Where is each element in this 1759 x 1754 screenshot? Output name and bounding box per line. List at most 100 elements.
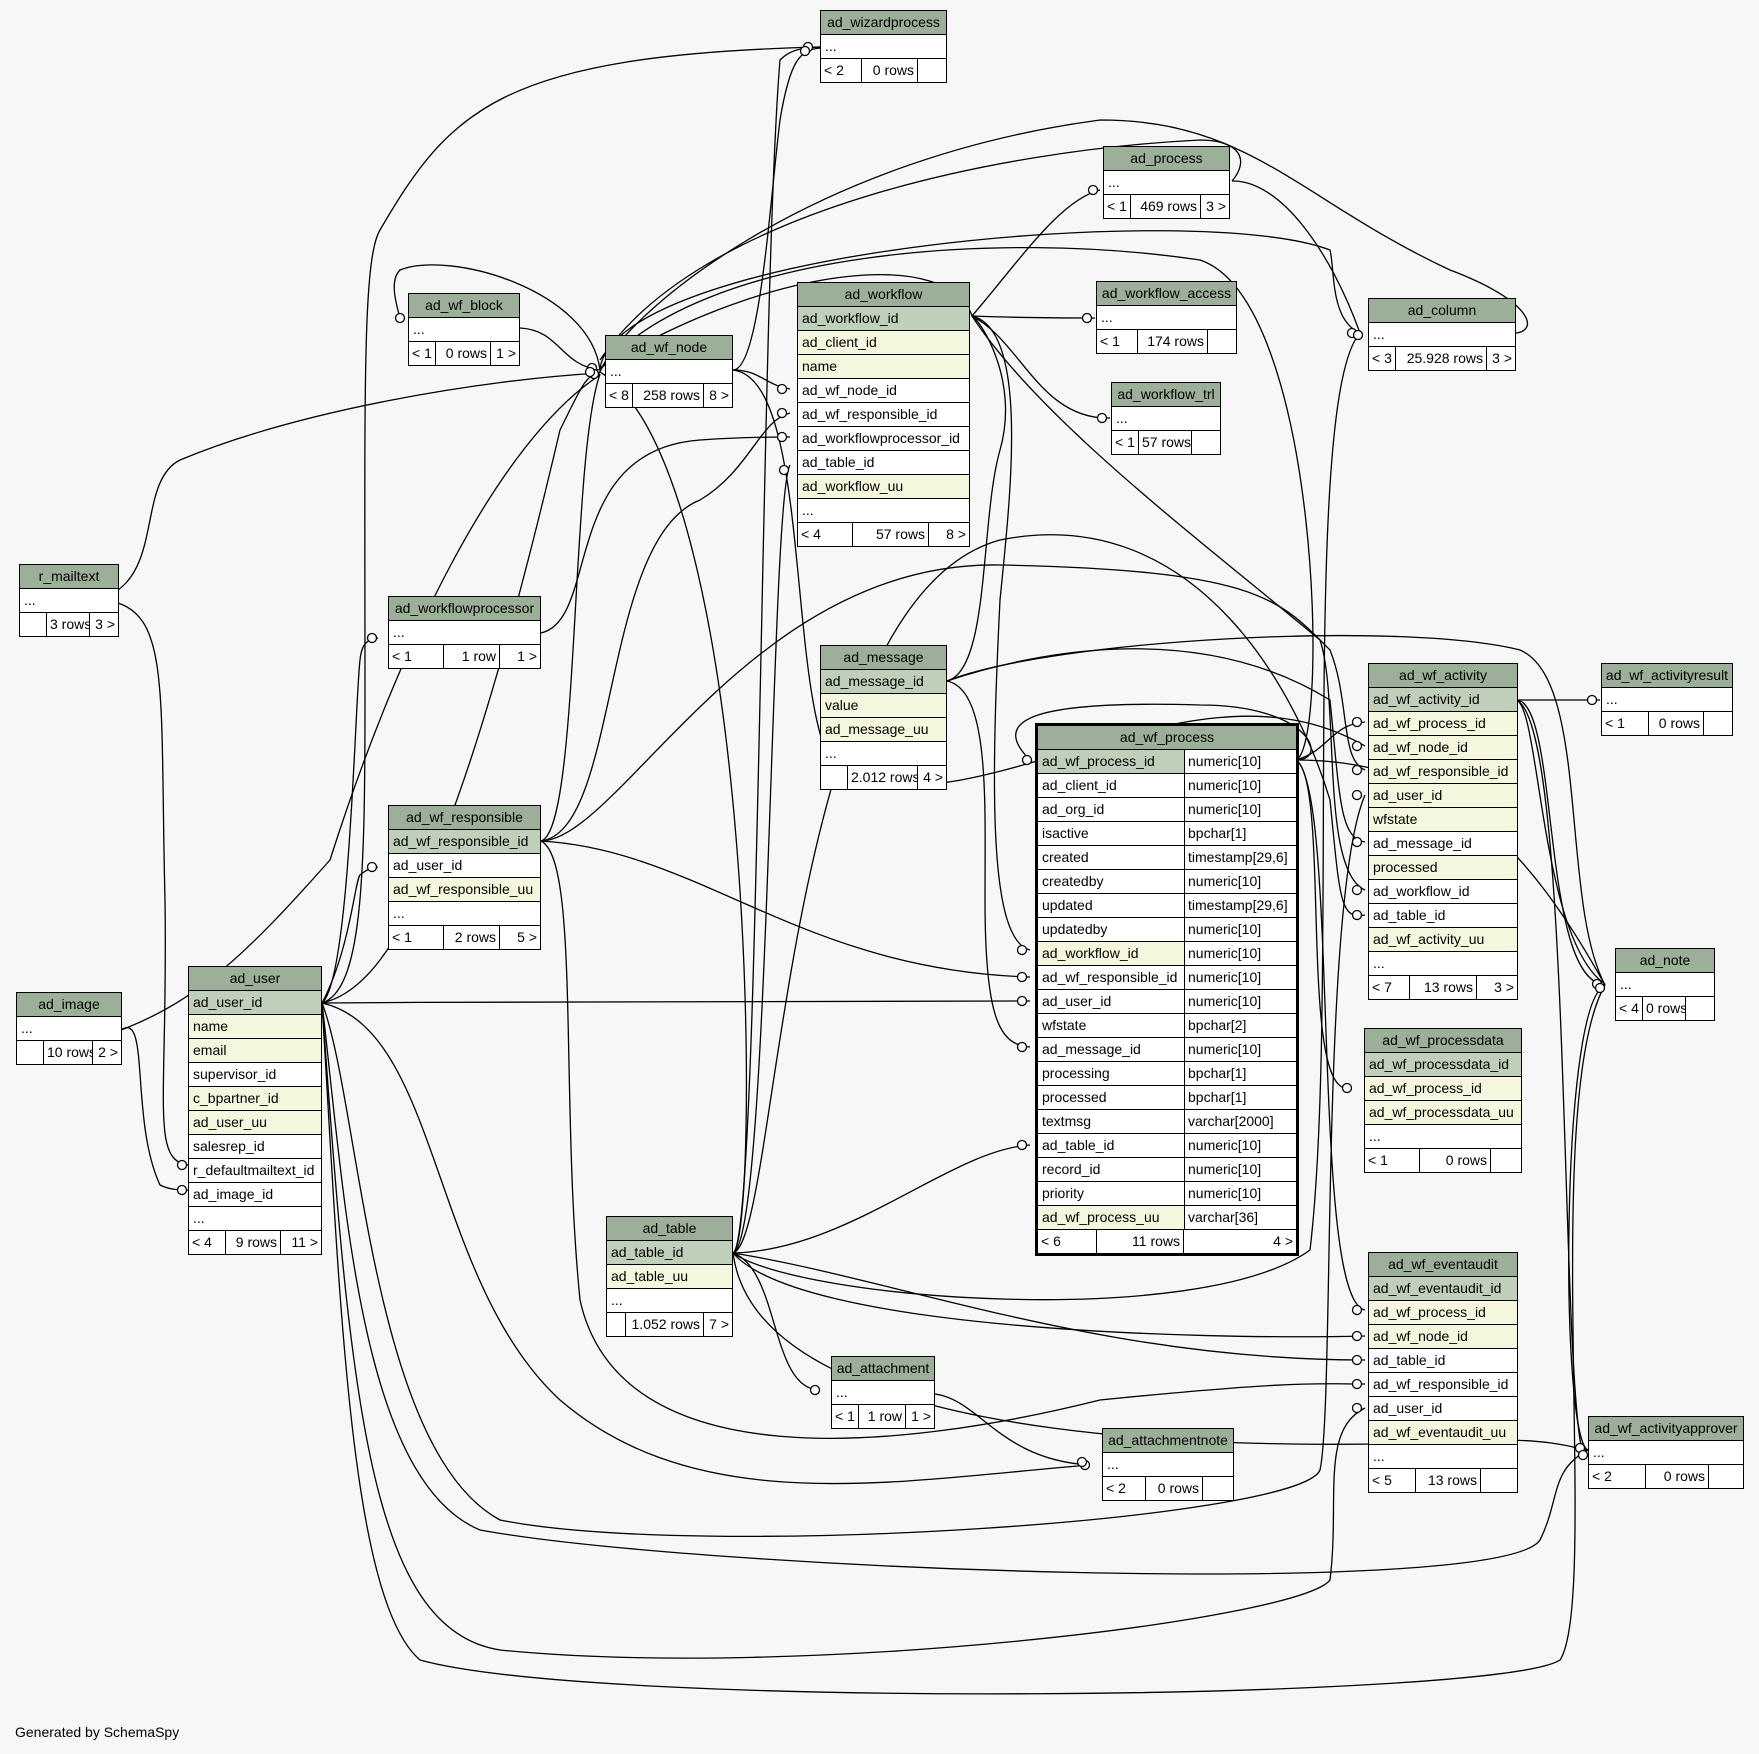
table-ad_wf_responsible[interactable]: ad_wf_responsible ad_wf_responsible_id a… <box>388 805 541 950</box>
edge-ad_table-ad_wf_activityapprover <box>732 1252 1589 1451</box>
column-row: ... <box>606 360 732 384</box>
edge-ad_process-ad_column <box>1231 180 1361 334</box>
table-title: ad_workflowprocessor <box>389 597 540 621</box>
column-row: ... <box>1103 1453 1233 1477</box>
column-row: ad_wf_responsible_id <box>798 403 969 427</box>
table-title: ad_image <box>17 993 121 1017</box>
edge-ad_user-ad_wf_node <box>321 371 601 1004</box>
edge-ad_workflow-ad_workflow_trl <box>971 315 1111 419</box>
edge-ad_workflow-ad_wf_activity <box>971 315 1366 891</box>
column-row: ad_message_id <box>1369 832 1517 856</box>
table-ad_wf_activity[interactable]: ad_wf_activity ad_wf_activity_id ad_wf_p… <box>1368 663 1518 1000</box>
table-ad_wf_processdata[interactable]: ad_wf_processdata ad_wf_processdata_id a… <box>1364 1028 1522 1173</box>
column-row: ad_wf_eventaudit_uu <box>1369 1421 1517 1445</box>
column-row: ... <box>1589 1441 1743 1465</box>
column-row: ad_wf_node_id <box>798 379 969 403</box>
column-row: ... <box>1369 1445 1517 1469</box>
edge-ad_wf_node-ad_wizardprocess <box>732 47 821 371</box>
column-row: ... <box>821 742 946 766</box>
edge-ad_wf_responsible-ad_workflow <box>540 412 791 842</box>
table-title: ad_wf_eventaudit <box>1369 1253 1517 1277</box>
column-row: wfstate <box>1369 808 1517 832</box>
column-row: ad_wf_node_id <box>1369 1325 1517 1349</box>
edge-ad_wf_block-ad_wf_node <box>519 327 601 371</box>
table-title: ad_message <box>821 646 946 670</box>
table-ad_workflow[interactable]: ad_workflow ad_workflow_id ad_client_id … <box>797 282 970 547</box>
table-title: ad_wf_responsible <box>389 806 540 830</box>
table-title: ad_wf_process <box>1038 726 1296 750</box>
edge-ad_table-ad_wf_eventaudit-node <box>732 1252 1366 1338</box>
table-ad_wf_eventaudit[interactable]: ad_wf_eventaudit ad_wf_eventaudit_id ad_… <box>1368 1252 1518 1493</box>
column-row: ad_workflow_id <box>798 307 969 331</box>
column-row: ad_message_uu <box>821 718 946 742</box>
edge-ad_wf_activity-ad_note <box>1515 699 1606 986</box>
column-row: processed <box>1369 856 1517 880</box>
column-row: ... <box>409 318 519 342</box>
table-title: ad_user <box>189 967 321 991</box>
table-ad_message[interactable]: ad_message ad_message_id value ad_messag… <box>820 645 947 790</box>
column-row: ad_table_id <box>607 1241 732 1265</box>
table-ad_user[interactable]: ad_user ad_user_id name email supervisor… <box>188 966 322 1255</box>
edge-ad_wf_node-ad_wf_block <box>393 264 601 371</box>
edge-ad_wf_responsible-ad_wf_node <box>540 373 601 842</box>
column-row: ad_client_id <box>798 331 969 355</box>
edge-ad_table-ad_workflow <box>732 464 791 1254</box>
table-title: ad_workflow_access <box>1097 282 1236 306</box>
edge-ad_wf_process-ad_wf_eventaudit <box>1295 759 1366 1311</box>
table-ad_table[interactable]: ad_table ad_table_id ad_table_uu ... 1.0… <box>606 1216 733 1337</box>
table-title: ad_column <box>1369 299 1515 323</box>
column-row: ... <box>1616 973 1714 997</box>
column-row: ... <box>389 621 540 645</box>
table-title: ad_wf_processdata <box>1365 1029 1521 1053</box>
column-row: ad_workflowprocessor_id <box>798 427 969 451</box>
edge-ad_wf_responsible-ad_wf_eventaudit <box>540 840 1366 1439</box>
column-row: ad_wf_responsible_id <box>389 830 540 854</box>
edge-ad_workflowprocessor-ad_workflow <box>540 436 791 634</box>
edge-ad_user-ad_wf_process <box>321 1000 1031 1004</box>
column-row: name <box>798 355 969 379</box>
edge-ad_wf_activity-ad_wf_activityapprover <box>1515 699 1589 1451</box>
table-title: ad_workflow <box>798 283 969 307</box>
table-title: ad_wf_block <box>409 294 519 318</box>
column-row: ad_wf_activity_id <box>1369 688 1517 712</box>
column-row: ... <box>1602 688 1732 712</box>
